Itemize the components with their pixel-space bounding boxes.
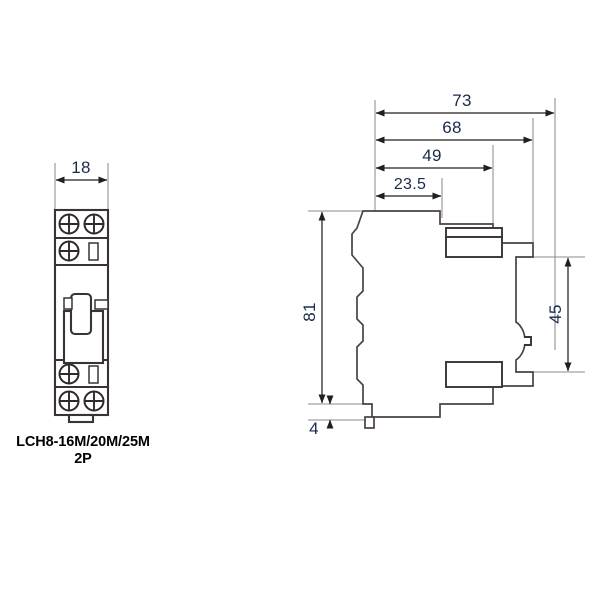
side-upper-terminal-slot-b [445,236,503,258]
front-lever-left-tab [63,297,73,310]
front-terminal-screw-bottom-right [83,390,105,412]
front-lever-indicator-window [94,299,109,310]
side-rail-clip-tab [364,416,375,429]
front-view-group: 18 [16,158,150,467]
front-terminal-screw-upper-mid [58,240,80,262]
side-dim-label-4: 4 [309,419,319,438]
front-toggle-lever [69,292,93,336]
front-upper-slot [88,242,99,261]
front-bottom-foot [67,413,95,424]
front-terminal-screw-top-right [83,213,105,235]
front-width-dim-label: 18 [71,158,91,177]
front-lower-slot [88,365,99,384]
front-terminal-screw-top-left [58,213,80,235]
front-terminal-screw-bottom-left [58,390,80,412]
side-upper-terminal-slot-a [445,227,503,238]
side-dim-label-23-5: 23.5 [394,176,426,193]
front-view-caption-poles: 2P [74,451,92,467]
side-rear-nub [524,336,532,346]
side-dim-label-73: 73 [452,91,472,110]
side-lower-terminal-slot [445,361,503,388]
side-dim-label-68: 68 [442,118,462,137]
side-dim-label-45: 45 [546,304,565,324]
front-terminal-screw-lower-mid [58,363,80,385]
side-dim-label-49: 49 [422,146,442,165]
side-view-group: 73 68 49 23.5 81 45 4 [300,91,585,438]
side-dim-label-81: 81 [300,302,319,322]
side-profile-outline [351,210,534,418]
front-view-caption-model: LCH8-16M/20M/25M [16,434,150,450]
